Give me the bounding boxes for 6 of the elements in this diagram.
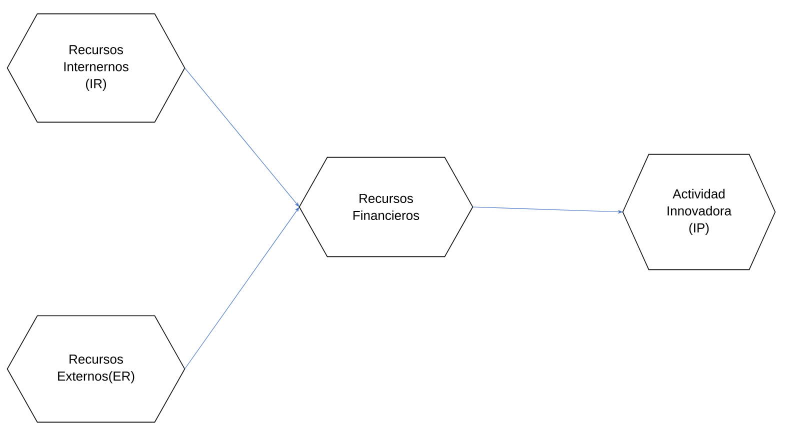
- hexagon-box: Actividad Innovadora (IP): [622, 154, 776, 270]
- hexagon-box: Recursos Financieros: [298, 156, 474, 258]
- arrow: [184, 68, 300, 207]
- arrow: [184, 207, 300, 370]
- hexagon-box: Recursos Internernos (IR): [6, 13, 186, 123]
- hexagon-box: Recursos Externos(ER): [6, 315, 186, 423]
